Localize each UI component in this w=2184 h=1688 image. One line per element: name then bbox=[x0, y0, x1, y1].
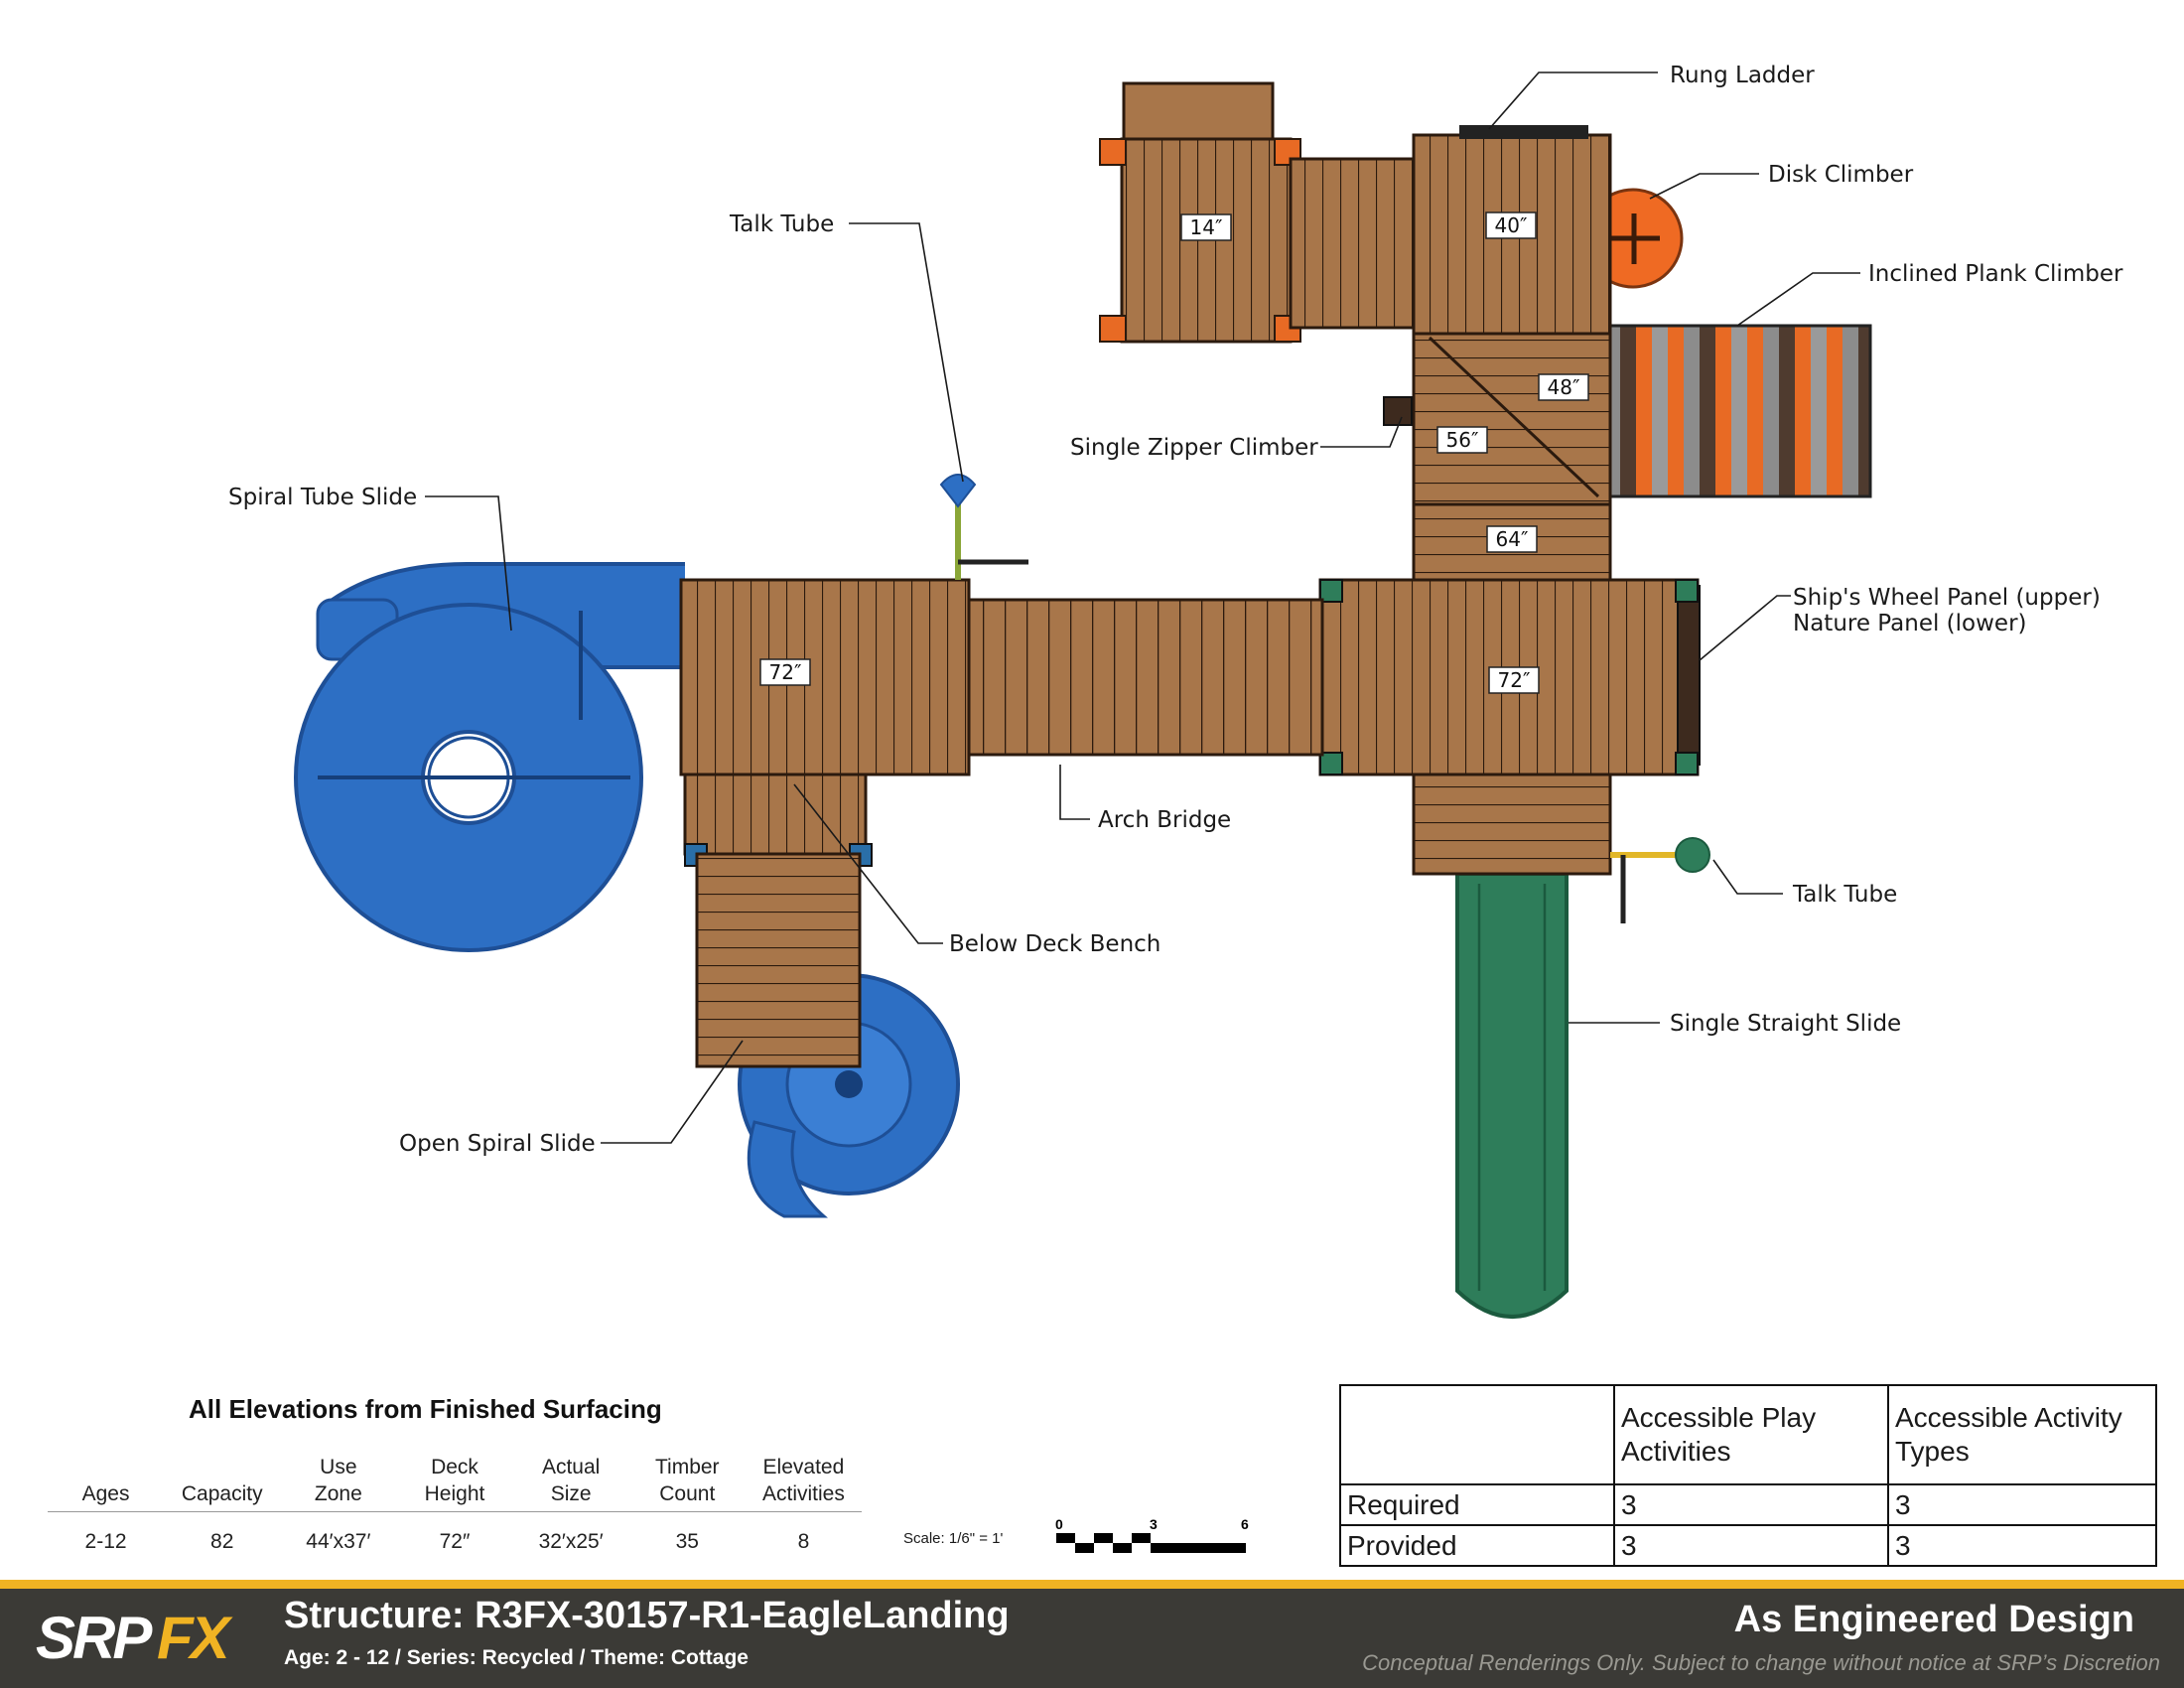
accessibility-row-required: Required 3 3 bbox=[1339, 1483, 2157, 1526]
accessibility-table: Accessible Play Activities Accessible Ac… bbox=[1339, 1384, 2157, 1567]
deck-72-right bbox=[1318, 578, 1701, 876]
deck-label-40: 40″ bbox=[1495, 213, 1528, 237]
deck-height-labels: 14″ 40″ 48″ 56″ 64″ 72″ 72″ bbox=[759, 211, 1589, 694]
footer: SRP FX Structure: R3FX-30157-R1-EagleLan… bbox=[0, 1589, 2184, 1688]
callout-ships-wheel-panel: Ship's Wheel Panel (upper) bbox=[1793, 585, 2101, 611]
deck-14 bbox=[1099, 81, 1301, 344]
callout-single-zipper-climber: Single Zipper Climber bbox=[1070, 435, 1318, 461]
spec-header-capacity: Capacity bbox=[181, 1482, 263, 1505]
accessibility-header-row: Accessible Play Activities Accessible Ac… bbox=[1339, 1384, 2157, 1485]
accessibility-row-provided: Provided 3 3 bbox=[1339, 1524, 2157, 1567]
callout-disk-climber: Disk Climber bbox=[1768, 162, 1914, 188]
accessibility-required-types: 3 bbox=[1887, 1483, 2157, 1526]
elevations-title: All Elevations from Finished Surfacing bbox=[189, 1394, 662, 1424]
spec-value-ages: 2-12 bbox=[84, 1530, 127, 1553]
spiral-tube-slide bbox=[294, 562, 685, 952]
spec-header-deck-height: Deck Height bbox=[424, 1456, 485, 1505]
spec-value-deck-height: 72″ bbox=[439, 1530, 471, 1553]
deck-label-72-left: 72″ bbox=[769, 660, 802, 684]
deck-label-48: 48″ bbox=[1548, 375, 1580, 399]
leader-lines bbox=[425, 71, 1860, 1144]
spec-header-use-zone: Use Zone bbox=[314, 1456, 362, 1505]
inclined-plank-climber bbox=[1608, 324, 1872, 498]
spec-value-timber-count: 35 bbox=[675, 1530, 699, 1553]
spec-header-row: Ages Capacity Use Zone Deck Height Actua… bbox=[48, 1452, 862, 1512]
callout-spiral-tube-slide: Spiral Tube Slide bbox=[228, 485, 417, 510]
spec-value-use-zone: 44′x37′ bbox=[306, 1530, 371, 1553]
disclaimer: Conceptual Renderings Only. Subject to c… bbox=[1362, 1650, 2160, 1675]
deck-label-72-right: 72″ bbox=[1498, 668, 1531, 692]
callout-single-straight-slide: Single Straight Slide bbox=[1670, 1011, 1901, 1037]
accessibility-row-label: Provided bbox=[1339, 1524, 1615, 1567]
scale-tick-6: 6 bbox=[1241, 1517, 1249, 1532]
scale-tick-3: 3 bbox=[1150, 1517, 1158, 1532]
spec-value-capacity: 82 bbox=[210, 1530, 234, 1553]
callouts: Rung Ladder Disk Climber Inclined Plank … bbox=[228, 63, 2123, 1157]
structure-title: Structure: R3FX-30157-R1-EagleLanding bbox=[284, 1595, 1010, 1636]
spec-value-elevated-activities: 8 bbox=[797, 1530, 810, 1553]
deck-label-56: 56″ bbox=[1446, 428, 1479, 452]
accessibility-provided-play: 3 bbox=[1613, 1524, 1889, 1567]
spec-value-row: 2-12 82 44′x37′ 72″ 32′x25′ 35 8 bbox=[48, 1512, 862, 1555]
spec-header-timber-count: Timber Count bbox=[654, 1456, 720, 1505]
logo-fx: FX bbox=[157, 1605, 234, 1671]
callout-open-spiral-slide: Open Spiral Slide bbox=[399, 1131, 596, 1157]
callout-rung-ladder: Rung Ladder bbox=[1670, 63, 1815, 88]
arch-bridge bbox=[967, 598, 1324, 757]
deck-label-14: 14″ bbox=[1190, 215, 1223, 239]
deck-48-56 bbox=[1383, 332, 1612, 506]
playground-plan: 14″ 40″ 48″ 56″ 64″ 72″ 72″ Rung Ladder … bbox=[228, 63, 2123, 1319]
spec-header-actual-size: Actual Size bbox=[541, 1456, 601, 1505]
accessibility-corner-cell bbox=[1339, 1384, 1615, 1485]
accessibility-required-play: 3 bbox=[1613, 1483, 1889, 1526]
stairs bbox=[695, 852, 862, 1068]
design-label: As Engineered Design bbox=[1733, 1599, 2134, 1640]
accessibility-provided-types: 3 bbox=[1887, 1524, 2157, 1567]
spec-header-elevated-activities: Elevated Activities bbox=[761, 1456, 845, 1505]
deck-label-64: 64″ bbox=[1496, 527, 1529, 551]
scale-label: Scale: 1/6" = 1' bbox=[903, 1530, 1004, 1547]
deck-72-left bbox=[679, 578, 971, 867]
spec-table: Ages Capacity Use Zone Deck Height Actua… bbox=[48, 1452, 862, 1555]
connector-platform bbox=[1289, 157, 1416, 330]
single-straight-slide bbox=[1455, 872, 1569, 1319]
logo-srp: SRP bbox=[36, 1605, 153, 1671]
callout-below-deck-bench: Below Deck Bench bbox=[949, 931, 1160, 957]
scale-bar: 0 3 6 bbox=[1055, 1517, 1249, 1553]
scale-tick-0: 0 bbox=[1055, 1517, 1063, 1532]
accessibility-row-label: Required bbox=[1339, 1483, 1615, 1526]
srpfx-logo: SRP FX bbox=[36, 1605, 237, 1671]
accessibility-header-play: Accessible Play Activities bbox=[1613, 1384, 1889, 1485]
callout-arch-bridge: Arch Bridge bbox=[1098, 807, 1231, 833]
talk-tube-right-icon bbox=[1610, 837, 1710, 923]
callout-nature-panel: Nature Panel (lower) bbox=[1793, 611, 2027, 636]
talk-tube-top-icon bbox=[939, 474, 1028, 580]
footer-accent-bar bbox=[0, 1580, 2184, 1589]
structure-subtitle: Age: 2 - 12 / Series: Recycled / Theme: … bbox=[284, 1646, 749, 1669]
spec-value-actual-size: 32′x25′ bbox=[538, 1530, 604, 1553]
accessibility-header-types: Accessible Activity Types bbox=[1887, 1384, 2157, 1485]
spec-header-ages: Ages bbox=[81, 1482, 130, 1505]
callout-inclined-plank-climber: Inclined Plank Climber bbox=[1868, 261, 2123, 287]
callout-talk-tube-top: Talk Tube bbox=[729, 211, 834, 237]
callout-talk-tube-right: Talk Tube bbox=[1792, 882, 1897, 908]
